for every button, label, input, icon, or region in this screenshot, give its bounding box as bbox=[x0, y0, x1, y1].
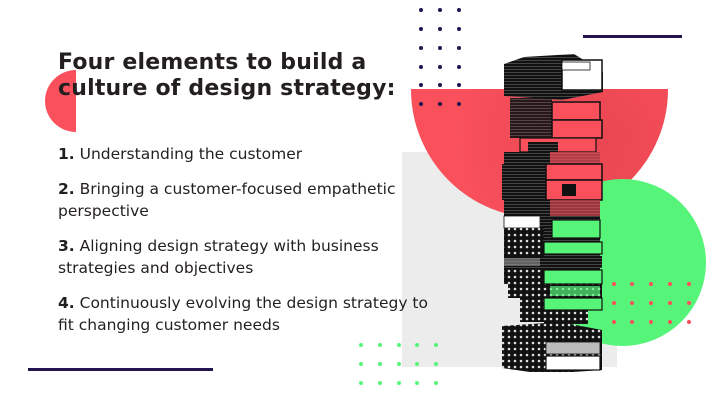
dot bbox=[397, 362, 401, 366]
dot bbox=[438, 83, 442, 87]
item-text: Understanding the customer bbox=[79, 145, 303, 163]
dot bbox=[419, 46, 423, 50]
dot bbox=[397, 381, 401, 385]
dot bbox=[649, 320, 653, 324]
dot bbox=[668, 301, 672, 305]
dot bbox=[457, 46, 461, 50]
dot bbox=[649, 301, 653, 305]
dot bbox=[378, 343, 382, 347]
dot bbox=[359, 362, 363, 366]
dot bbox=[438, 46, 442, 50]
dot bbox=[630, 320, 634, 324]
dot bbox=[438, 65, 442, 69]
dot bbox=[419, 65, 423, 69]
dot bbox=[630, 301, 634, 305]
list-item: 4. Continuously evolving the design stra… bbox=[58, 292, 438, 336]
dot bbox=[687, 320, 691, 324]
dot bbox=[397, 343, 401, 347]
list-item: 2. Bringing a customer-focused empatheti… bbox=[58, 178, 438, 222]
dot bbox=[630, 282, 634, 286]
dot bbox=[457, 102, 461, 106]
item-number: 2. bbox=[58, 180, 75, 198]
dot bbox=[687, 282, 691, 286]
list-item: 1. Understanding the customer bbox=[58, 143, 438, 165]
dot bbox=[457, 65, 461, 69]
list-item: 3. Aligning design strategy with busines… bbox=[58, 235, 438, 279]
dot bbox=[415, 343, 419, 347]
dot bbox=[612, 320, 616, 324]
dot bbox=[434, 343, 438, 347]
dot bbox=[649, 282, 653, 286]
dot bbox=[438, 27, 442, 31]
dot bbox=[457, 27, 461, 31]
dot bbox=[612, 282, 616, 286]
item-text: Bringing a customer-focused empathetic p… bbox=[58, 180, 396, 220]
dot bbox=[668, 282, 672, 286]
dot bbox=[419, 27, 423, 31]
dot bbox=[457, 83, 461, 87]
item-number: 3. bbox=[58, 237, 75, 255]
item-text: Continuously evolving the design strateg… bbox=[58, 294, 428, 334]
item-text: Aligning design strategy with business s… bbox=[58, 237, 379, 277]
dot bbox=[419, 83, 423, 87]
elements-list: 1. Understanding the customer 2. Bringin… bbox=[58, 143, 438, 349]
dot bbox=[457, 8, 461, 12]
accent-line-top bbox=[583, 35, 682, 38]
dot bbox=[359, 343, 363, 347]
dot bbox=[434, 381, 438, 385]
dot bbox=[415, 381, 419, 385]
dot bbox=[378, 362, 382, 366]
dot bbox=[612, 301, 616, 305]
dot bbox=[419, 102, 423, 106]
item-number: 1. bbox=[58, 145, 75, 163]
jenga-tower-image bbox=[502, 54, 603, 372]
dot bbox=[419, 8, 423, 12]
item-number: 4. bbox=[58, 294, 75, 312]
dot bbox=[438, 8, 442, 12]
dot bbox=[434, 362, 438, 366]
dot bbox=[438, 102, 442, 106]
slide-title: Four elements to build a culture of desi… bbox=[58, 50, 396, 101]
dot bbox=[687, 301, 691, 305]
dot bbox=[359, 381, 363, 385]
dot bbox=[415, 362, 419, 366]
accent-line-bottom bbox=[28, 368, 213, 371]
dot bbox=[378, 381, 382, 385]
dot bbox=[668, 320, 672, 324]
